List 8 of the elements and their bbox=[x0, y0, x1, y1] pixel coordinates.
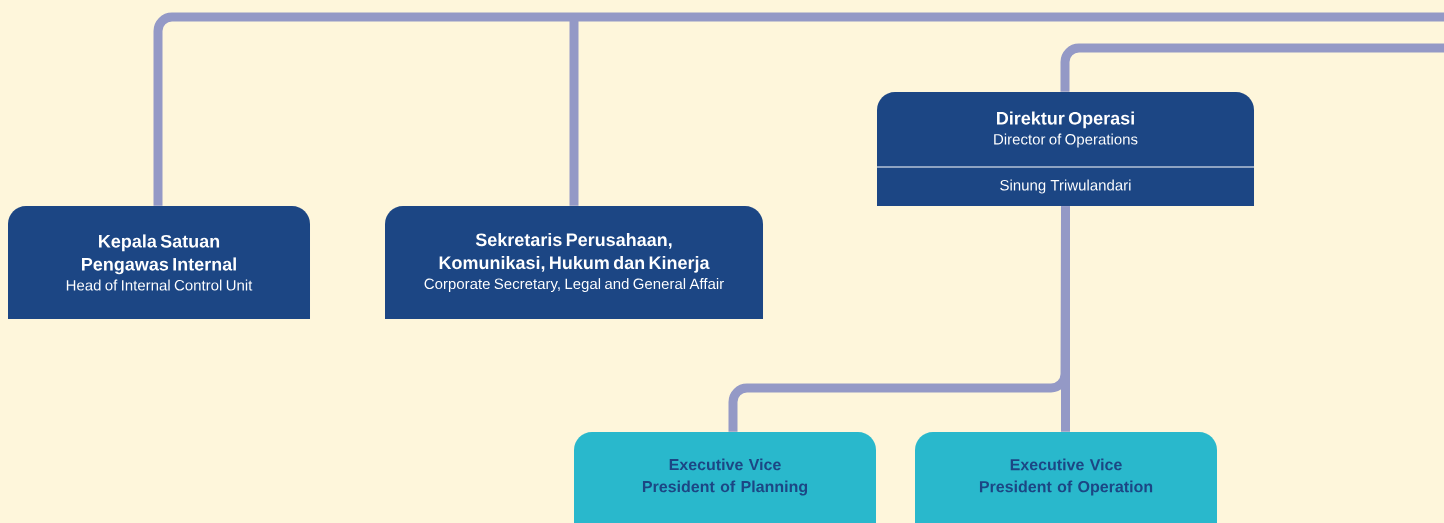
connector-line bbox=[1061, 206, 1070, 432]
org-box: Executive Vice President of Operation bbox=[915, 432, 1217, 523]
connector-line bbox=[153, 12, 1444, 206]
org-box: Executive Vice President of Planning bbox=[574, 432, 876, 523]
org-box: Direktur Operasi Director of Operations Sinung Triwulandari bbox=[876, 92, 1255, 206]
connector-line bbox=[1060, 43, 1444, 92]
org-box: Sekretaris Perusahaan, Komunikasi, Hukum dan Kinerja Corporate Secretary, Legal and General Affair bbox=[385, 206, 763, 319]
org-box: Kepala Satuan Pengawas Internal Head of Internal Control Unit bbox=[8, 206, 310, 319]
